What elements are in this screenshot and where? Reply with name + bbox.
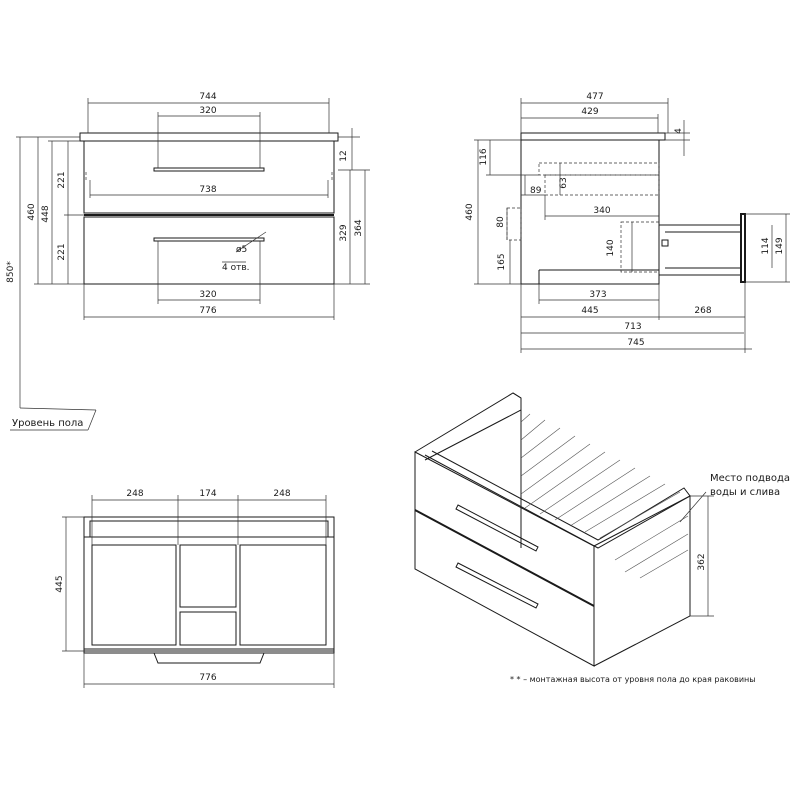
dim-116: 116 (479, 148, 489, 165)
floor-label: Уровень пола (12, 418, 83, 429)
iso-side-face (593, 495, 691, 667)
dim-320-top: 320 (199, 106, 216, 116)
dim-248-right: 248 (273, 489, 290, 499)
dim-hole-count: 4 отв. (222, 263, 250, 273)
dim-165: 165 (497, 253, 507, 270)
dim-460-side: 460 (465, 203, 475, 220)
dim-738: 738 (199, 185, 216, 195)
dim-340: 340 (593, 206, 610, 216)
dim-776: 776 (199, 306, 216, 316)
dim-329: 329 (339, 224, 349, 241)
front-upper-drawer (83, 140, 335, 214)
iso-handle-lower (455, 562, 539, 609)
iso-handle-upper (455, 504, 539, 552)
front-handle-lower (153, 237, 265, 242)
dim-713: 713 (624, 322, 641, 332)
front-handle-upper (153, 167, 265, 172)
dim-429: 429 (581, 107, 598, 117)
dim-221-bottom: 221 (57, 243, 67, 260)
dim-448: 448 (41, 205, 51, 222)
front-lower-drawer (83, 216, 335, 285)
dim-373: 373 (589, 290, 606, 300)
dim-89: 89 (530, 186, 542, 196)
front-bracket-marks (85, 172, 333, 180)
dim-80: 80 (496, 216, 506, 228)
dim-776-top: 776 (199, 673, 216, 683)
dim-460-front: 460 (27, 203, 37, 220)
dim-850: 850* (6, 261, 16, 283)
dim-445-side: 445 (581, 306, 598, 316)
side-countertop (520, 132, 666, 141)
dim-114: 114 (761, 237, 771, 254)
dim-744: 744 (199, 92, 216, 102)
top-view: 248 174 248 445 776 (55, 489, 335, 688)
side-drawer-extended (658, 213, 746, 283)
dim-268: 268 (694, 306, 711, 316)
dim-320-bottom: 320 (199, 290, 216, 300)
isometric-view: 362 Место подвода воды и слива (414, 392, 790, 667)
dim-362: 362 (697, 553, 707, 570)
dim-12: 12 (339, 150, 349, 161)
dim-364: 364 (354, 219, 364, 236)
dim-745: 745 (627, 338, 644, 348)
supply-label-line2: воды и слива (710, 487, 780, 498)
side-body (520, 139, 660, 285)
dim-hole-dia: ø5 (236, 245, 247, 255)
iso-hatching (520, 413, 689, 579)
footnote: * * – монтажная высота от уровня пола до… (510, 675, 756, 684)
dim-140: 140 (606, 239, 616, 256)
front-view: 744 320 738 320 776 ø5 4 отв. 850* 460 (6, 92, 370, 408)
floor-level-marker: Уровень пола (10, 407, 97, 431)
dim-4: 4 (674, 128, 684, 134)
dim-248-left: 248 (126, 489, 143, 499)
dim-174: 174 (199, 489, 216, 499)
dim-149: 149 (775, 237, 785, 254)
dim-477: 477 (586, 92, 603, 102)
top-handle (153, 652, 265, 664)
supply-label-line1: Место подвода (710, 473, 790, 484)
dim-63: 63 (559, 177, 569, 188)
side-drawer-front (740, 213, 746, 283)
dim-445-top: 445 (55, 575, 65, 592)
iso-drawer-split (414, 509, 595, 607)
front-countertop (79, 132, 339, 142)
dim-221-top: 221 (57, 171, 67, 188)
side-view: 477 429 4 460 116 89 63 340 80 165 (465, 92, 790, 353)
